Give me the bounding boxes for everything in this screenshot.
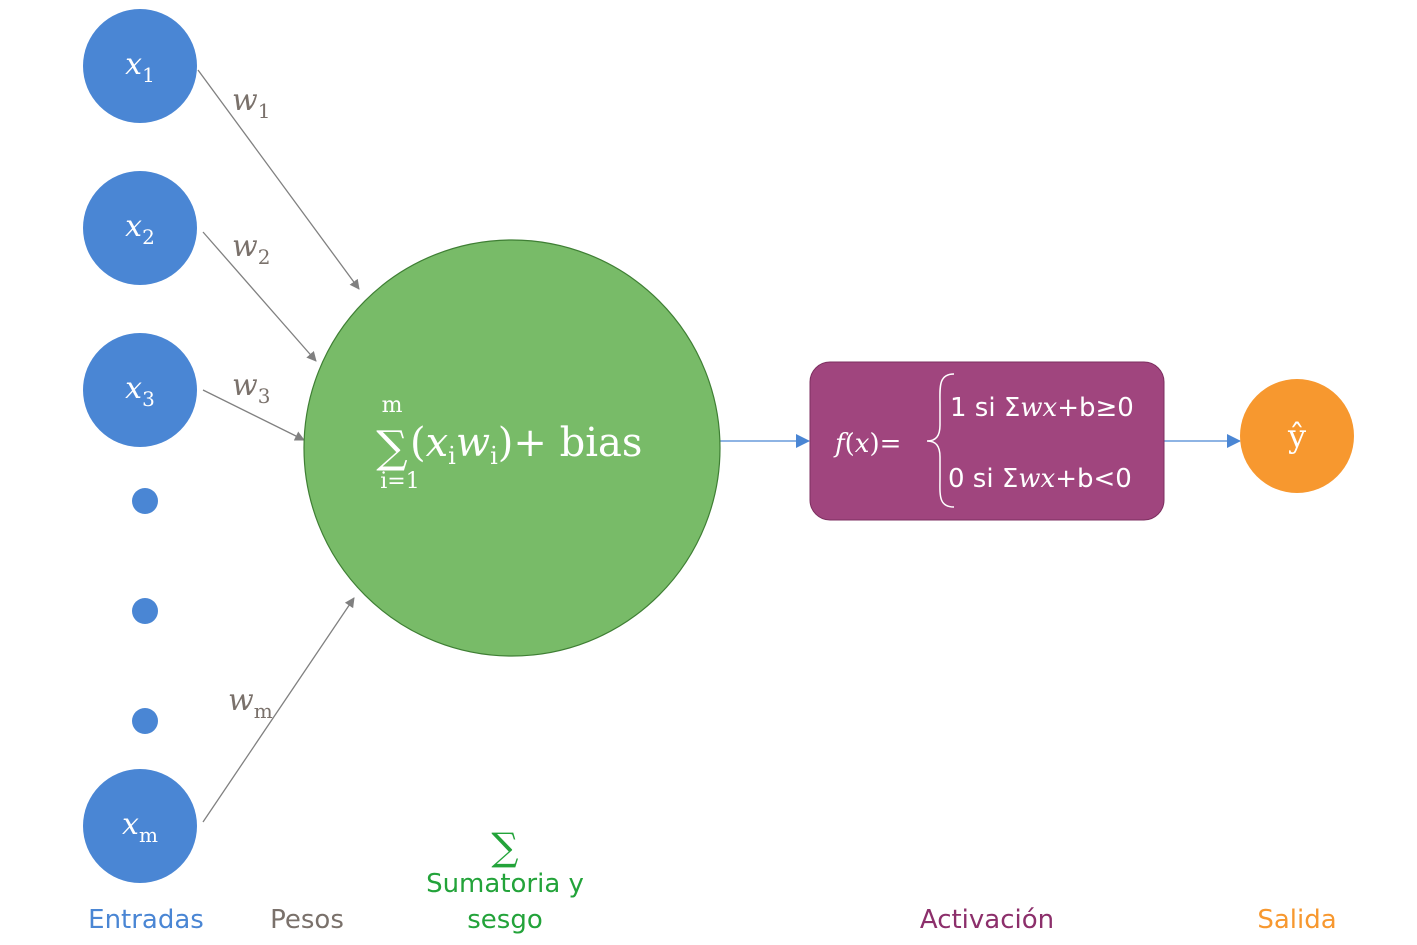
connector-xm [202, 597, 355, 823]
ellipsis-dot-3 [132, 708, 158, 734]
input-sub-1: 1 [142, 63, 155, 87]
input-label-2: x [125, 209, 142, 244]
input-label-1: x [125, 47, 142, 82]
svg-text:x1: x1 [125, 47, 155, 87]
activation-box: f(x)= 1 si Σwx+b≥0 0 si Σwx+b<0 [809, 361, 1165, 521]
input-node-1: x1 [83, 9, 197, 123]
legend-entradas: Entradas [88, 905, 204, 935]
activation-function-label: f(x)= [833, 429, 901, 459]
activation-case-2: 0 si Σwx+b<0 [948, 464, 1132, 494]
legend-sumatoria-line1: Sumatoria y [426, 869, 584, 899]
sigma-icon: ∑ [376, 422, 407, 473]
weight-label-3: w3 [232, 368, 270, 408]
input-node-m: xm [83, 769, 197, 883]
input-sub-3: 3 [142, 387, 155, 411]
weight-label-1: w1 [232, 83, 270, 123]
input-node-2: x2 [83, 171, 197, 285]
sum-lower-limit: i=1 [380, 469, 419, 494]
sum-upper-limit: m [382, 393, 403, 418]
input-sub-2: 2 [142, 225, 155, 249]
activation-case-1: 1 si Σwx+b≥0 [950, 393, 1134, 423]
ellipsis-dot-1 [132, 488, 158, 514]
input-label-m: x [122, 807, 139, 842]
connector-x1 [197, 69, 360, 290]
weight-label-m: wm [228, 683, 273, 723]
weight-label-2: w2 [232, 229, 270, 269]
summation-node: m ∑ i=1 (xiwi)+ bias [303, 239, 721, 657]
connector-x2 [202, 231, 317, 362]
svg-text:x2: x2 [125, 209, 155, 249]
input-label-3: x [125, 371, 142, 406]
svg-text:x3: x3 [125, 371, 155, 411]
summation-expression: (xiwi)+ bias [410, 420, 642, 470]
output-label: ŷ [1287, 417, 1306, 455]
input-sub-m: m [139, 823, 158, 847]
legend-sumatoria-line2: sesgo [467, 905, 543, 935]
legend-pesos: Pesos [270, 905, 344, 935]
output-node: ŷ [1240, 379, 1354, 493]
connector-x3 [202, 389, 305, 441]
input-node-3: x3 [83, 333, 197, 447]
brace-icon [926, 373, 955, 508]
legend-activacion: Activación [920, 905, 1054, 935]
svg-text:xm: xm [122, 807, 158, 847]
ellipsis-dot-2 [132, 598, 158, 624]
legend-sigma-icon: ∑ [491, 825, 518, 869]
legend-salida: Salida [1257, 905, 1336, 935]
